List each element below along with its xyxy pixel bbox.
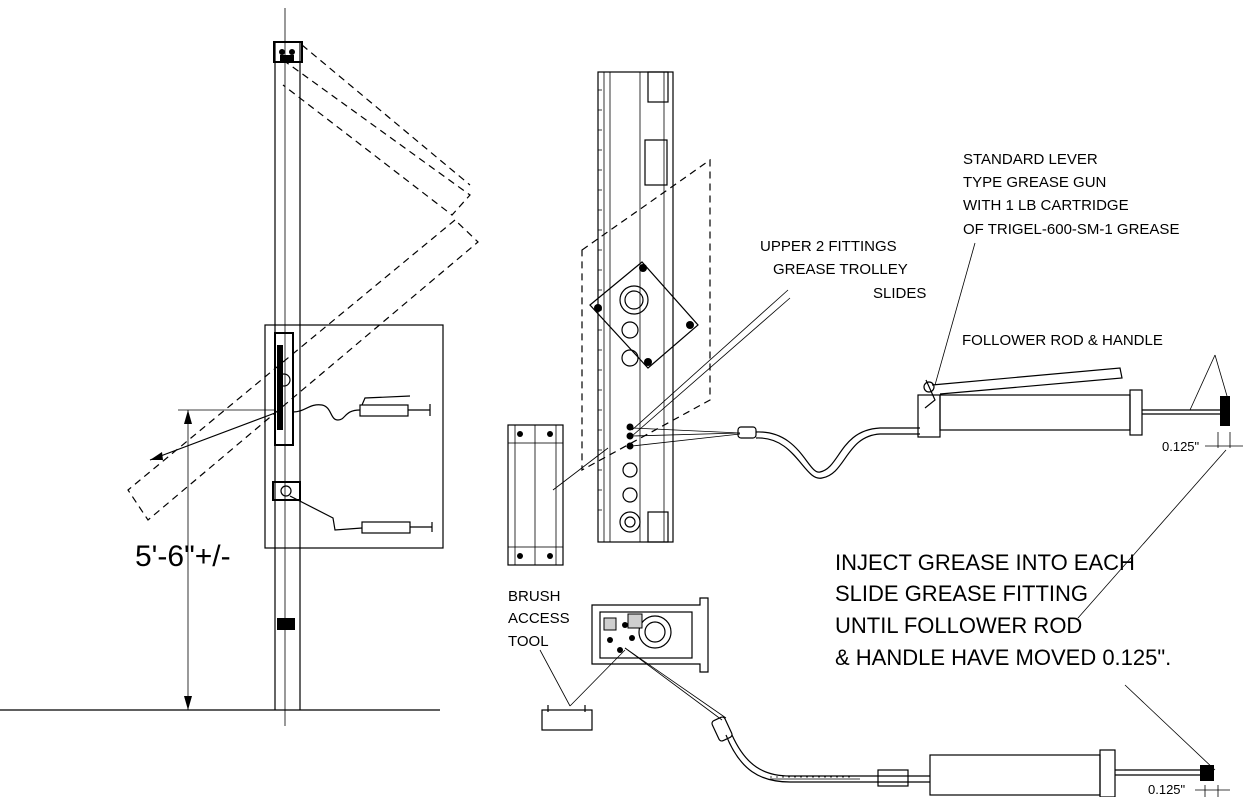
trolley-section-view [539, 597, 709, 731]
grease-gun-upper [631, 354, 1243, 479]
grease-gun-small-upper [292, 395, 431, 421]
trolley-column-view [581, 71, 711, 543]
grease-gun-note-line-1: STANDARD LEVER [963, 151, 1098, 168]
lower-bracket [272, 481, 301, 501]
column-outer [597, 71, 674, 543]
grease-gun-lever [931, 367, 1123, 395]
brush-access-tool-panel [507, 424, 609, 566]
grease-gun-small-lower [289, 495, 433, 534]
brush-tool-line-3: TOOL [508, 633, 549, 650]
inject-note-line-1: INJECT GREASE INTO EACH [835, 550, 1135, 575]
brush-tool [541, 709, 593, 731]
brush-tool-line-2: ACCESS [508, 610, 570, 627]
detail-box [264, 324, 444, 549]
offset-bottom-label: 0.125" [1148, 782, 1186, 797]
grease-gun-barrel [939, 394, 1131, 431]
inject-note-line-3: UNTIL FOLLOWER ROD [835, 613, 1082, 638]
offset-top-label: 0.125" [1162, 439, 1200, 454]
upper-fittings-line-3: SLIDES [873, 285, 926, 302]
follower-rod-label: FOLLOWER ROD & HANDLE [962, 332, 1163, 349]
height-dim-label: 5'-6"+/- [135, 540, 231, 573]
inject-note-line-2: SLIDE GREASE FITTING [835, 581, 1088, 606]
inject-note-line-4: & HANDLE HAVE MOVED 0.125". [835, 645, 1171, 670]
grease-gun-note-line-2: TYPE GREASE GUN [963, 174, 1106, 191]
upper-fittings-line-1: UPPER 2 FITTINGS [760, 238, 897, 255]
trolley-dashed-outline [581, 158, 711, 472]
brush-tool-line-1: BRUSH [508, 588, 561, 605]
grease-gun-lower [624, 647, 1230, 797]
trolley-body-left [274, 332, 294, 446]
grease-gun-note-line-3: WITH 1 LB CARTRIDGE [963, 197, 1129, 214]
grease-gun-note-line-4: OF TRIGEL-600-SM-1 GREASE [963, 221, 1179, 238]
arm-swing-outline-1 [282, 59, 471, 216]
upper-fittings-line-2: GREASE TROLLEY [773, 261, 908, 278]
arm-swing-outline-2 [127, 219, 479, 521]
trolley-plate [589, 261, 699, 369]
follower-rod-handle [1220, 396, 1230, 426]
post-elevation-view: 5'-6"+/- [0, 8, 479, 726]
height-dimension [178, 409, 275, 710]
